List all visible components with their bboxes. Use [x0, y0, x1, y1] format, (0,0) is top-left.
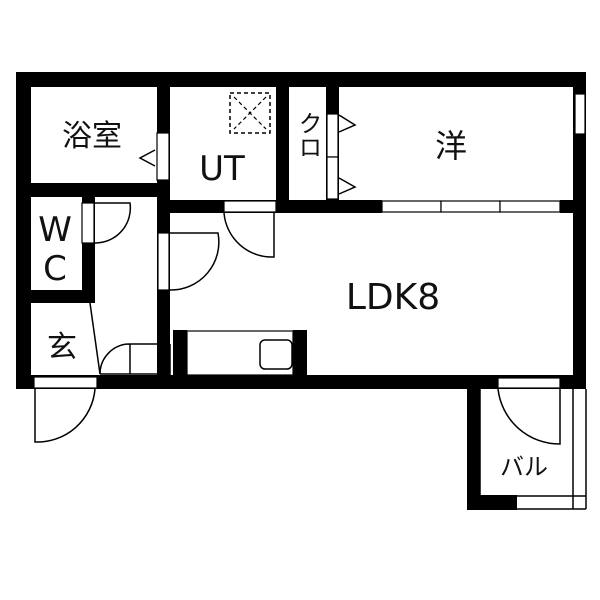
hall-door-opening [157, 232, 170, 291]
room-label-toilet-c: C [43, 249, 67, 289]
windows [33, 93, 587, 510]
ut-door-opening [223, 200, 277, 213]
room-label-utility: UT [199, 149, 245, 189]
window-pane [499, 200, 561, 213]
bath-door-opening [156, 132, 170, 181]
room-label-bath: 浴室 [62, 119, 122, 154]
balcony-door-opening [497, 377, 561, 389]
wc-door-opening [81, 202, 95, 244]
room-label-balcony: バル [500, 453, 548, 481]
room-label-toilet-w: W [38, 210, 72, 250]
sink-icon [259, 339, 293, 370]
window-pane [381, 200, 442, 213]
side-window [574, 93, 586, 135]
closet-door [326, 113, 339, 158]
room-label-entrance: 玄 [47, 330, 77, 365]
closet-door [326, 156, 339, 200]
room-label-closet: クロ [294, 111, 322, 159]
door-swings [34, 114, 561, 445]
ventilation-fan-icon [229, 92, 271, 134]
entrance-door-opening [33, 376, 98, 389]
window-pane [440, 200, 501, 213]
room-label-ldk: LDK8 [346, 277, 440, 318]
kitchen-counter [186, 330, 294, 376]
room-label-western-room: 洋 [435, 127, 467, 165]
